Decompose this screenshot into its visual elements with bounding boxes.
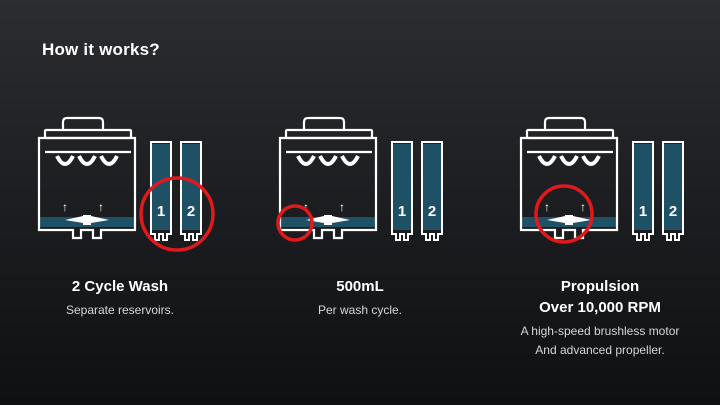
propeller-icon — [547, 215, 591, 225]
feature-headline: 500mL — [336, 278, 384, 295]
base-body — [278, 136, 378, 240]
flow-arrow-icon: ↑ — [544, 200, 550, 214]
spray-arches — [537, 155, 601, 166]
lid-handle — [43, 116, 133, 140]
propeller-icon — [65, 215, 109, 225]
diagram-propulsion: ↑ ↑ 1 2 — [517, 112, 720, 247]
reservoir-number: 1 — [398, 203, 406, 220]
flow-arrow-icon: ↑ — [98, 200, 104, 214]
highlight-circle — [534, 184, 594, 244]
flow-arrow-icon: ↑ — [303, 200, 309, 214]
feature-description: Per wash cycle. — [317, 303, 403, 317]
feature-description: A high-speed brushless motor And advance… — [520, 324, 680, 357]
highlight-circle — [139, 176, 215, 252]
feature-description: Separate reservoirs. — [65, 303, 175, 317]
cleaning-station-illustration: ↑ ↑ 1 2 — [519, 116, 684, 244]
propeller-icon — [306, 215, 350, 225]
feature-caption-two-cycle: 2 Cycle Wash Separate reservoirs. — [0, 276, 240, 320]
lid-handle — [525, 116, 615, 140]
page-title: How it works? — [42, 40, 160, 59]
spray-arches — [55, 155, 119, 166]
flow-arrow-icon: ↑ — [339, 200, 345, 214]
reservoir-1: 1 — [391, 141, 413, 241]
feature-caption-volume: 500mL Per wash cycle. — [240, 276, 480, 320]
diagram-two-cycle-wash: ↑ ↑ 1 2 — [35, 112, 275, 252]
feature-headline: Propulsion Over 10,000 RPM — [539, 278, 661, 316]
spray-arches — [296, 155, 360, 166]
reservoir-number: 2 — [669, 203, 677, 220]
cleaning-station-illustration: ↑ ↑ 1 2 — [37, 116, 215, 252]
reservoir-2: 2 — [421, 141, 443, 241]
reservoir-2: 2 — [180, 141, 202, 241]
reservoir-number: 2 — [187, 203, 195, 220]
reservoir-1: 1 — [150, 141, 172, 241]
reservoir-1: 1 — [632, 141, 654, 241]
highlight-circle — [276, 204, 314, 242]
reservoir-2: 2 — [662, 141, 684, 241]
reservoir-number: 2 — [428, 203, 436, 220]
cleaning-station-illustration: ↑ ↑ 1 2 — [276, 116, 443, 242]
reservoir-number: 1 — [157, 203, 165, 220]
flow-arrow-icon: ↑ — [580, 200, 586, 214]
feature-headline: 2 Cycle Wash — [71, 278, 169, 295]
diagram-volume: ↑ ↑ 1 2 — [276, 112, 516, 247]
base-body — [37, 136, 137, 240]
lid-handle — [284, 116, 374, 140]
reservoir-number: 1 — [639, 203, 647, 220]
flow-arrow-icon: ↑ — [62, 200, 68, 214]
feature-caption-propulsion: Propulsion Over 10,000 RPM A high-speed … — [480, 276, 720, 360]
base-body — [519, 136, 619, 240]
